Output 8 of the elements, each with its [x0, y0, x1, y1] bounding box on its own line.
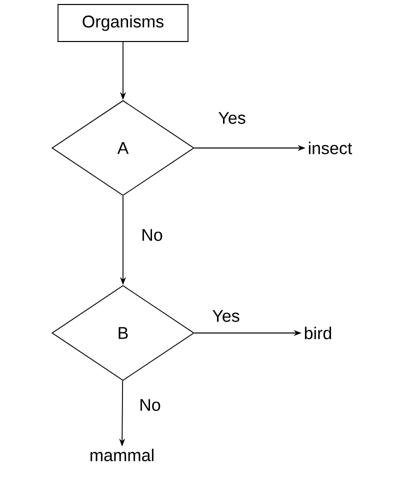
process-box: Organisms	[58, 4, 188, 42]
outcome-text: insect	[308, 142, 352, 154]
edge-label: No	[138, 398, 162, 412]
outcome-text: bird	[304, 326, 332, 340]
edge-label: No	[140, 228, 164, 242]
outcome-text: mammal	[90, 448, 154, 462]
edge-label: Yes	[217, 111, 247, 125]
edge-label: Yes	[211, 309, 241, 323]
